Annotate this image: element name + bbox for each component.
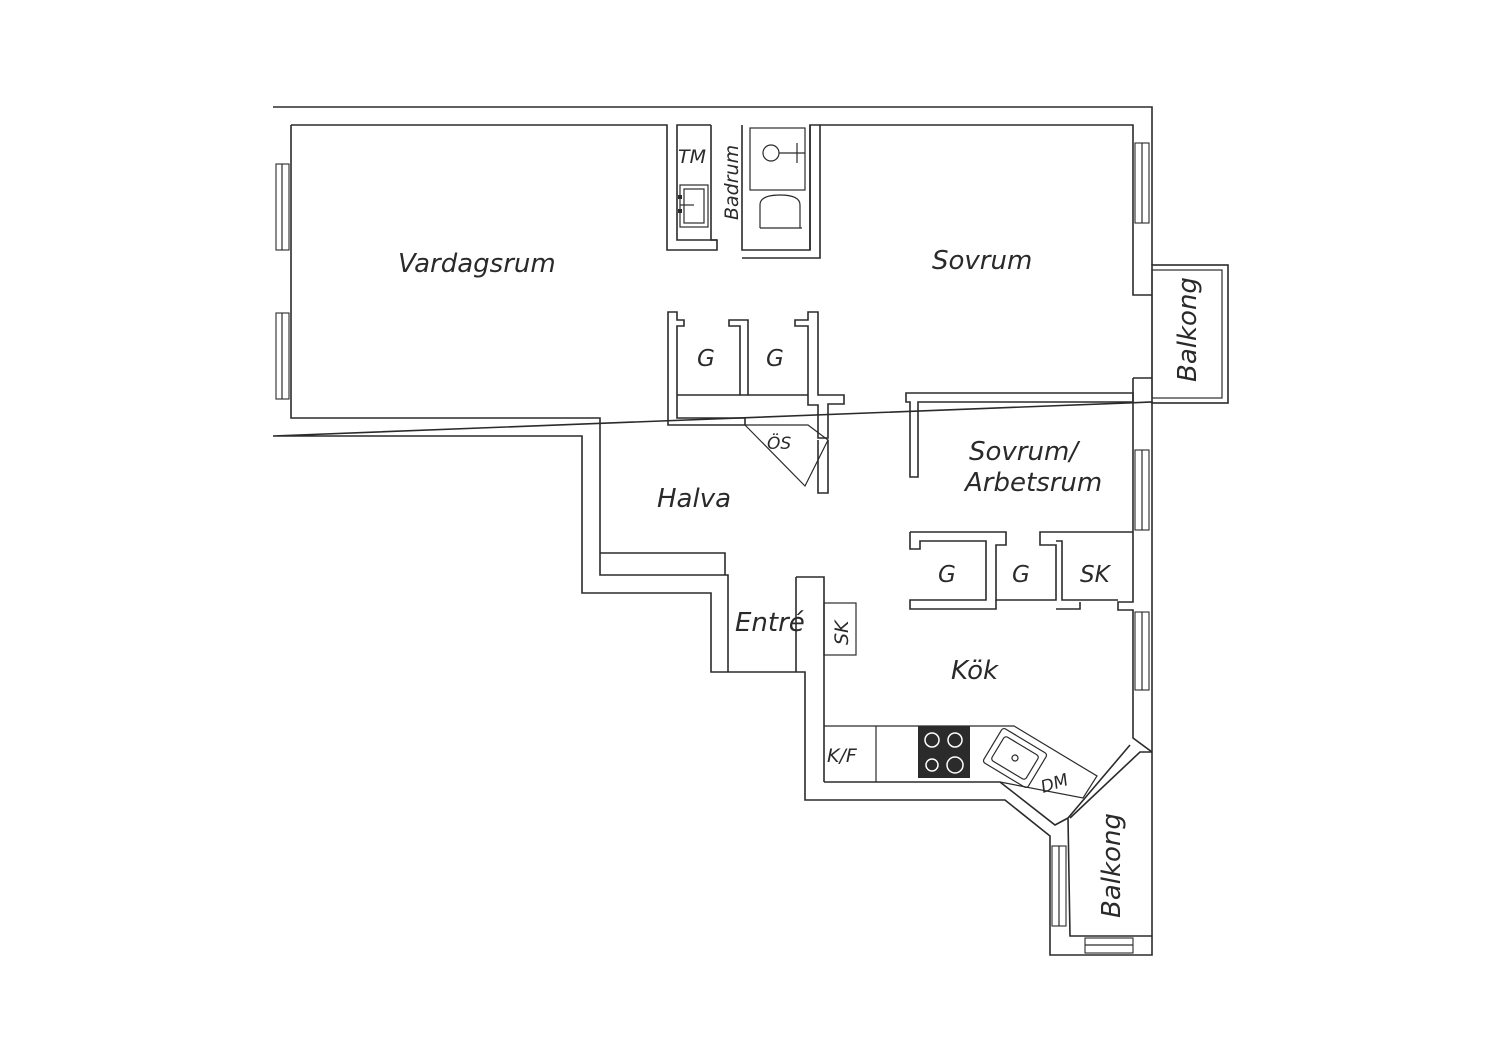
room-label-badrum: Badrum (721, 145, 743, 220)
kitchen-sink (982, 727, 1048, 789)
bathroom (678, 124, 821, 259)
label-g-3: G (938, 562, 956, 588)
room-label-kok: Kök (951, 656, 999, 686)
label-sk-bedroom: SK (1080, 562, 1112, 588)
label-g-2: G (766, 346, 784, 372)
hall-wardrobes (667, 311, 845, 494)
shower (749, 127, 806, 191)
stove (918, 726, 970, 778)
kitchen-counter (824, 725, 1098, 799)
entry-sk-cabinet (823, 602, 857, 656)
room-label-entre: Entré (735, 608, 805, 638)
entry-walls (795, 576, 857, 782)
study-walls (905, 392, 1134, 610)
room-label-vardagsrum: Vardagsrum (398, 249, 556, 279)
label-tm: TM (678, 146, 706, 168)
windows (275, 142, 1150, 954)
room-label-sovrum: Sovrum (932, 246, 1032, 276)
washbasin (679, 184, 709, 228)
toilet (759, 194, 801, 228)
label-g-1: G (697, 346, 715, 372)
label-os: ÖS (767, 432, 791, 454)
room-labels: Vardagsrum Sovrum Sovrum/ Arbetsrum Halv… (398, 145, 1203, 918)
room-label-balkong-upper: Balkong (1173, 277, 1203, 382)
balcony-lower (1069, 751, 1152, 819)
label-sk-entry: SK (831, 619, 853, 645)
room-label-halva: Halva (657, 484, 731, 514)
label-g-4: G (1012, 562, 1030, 588)
outer-walls (272, 106, 1153, 956)
room-label-sovrum-arbetsrum-2: Arbetsrum (963, 468, 1102, 498)
label-kf: K/F (827, 745, 858, 767)
label-dm: DM (1038, 770, 1071, 798)
balcony-upper (1151, 264, 1229, 404)
room-label-sovrum-arbetsrum-1: Sovrum/ (969, 437, 1081, 467)
room-label-balkong-lower: Balkong (1097, 813, 1127, 918)
